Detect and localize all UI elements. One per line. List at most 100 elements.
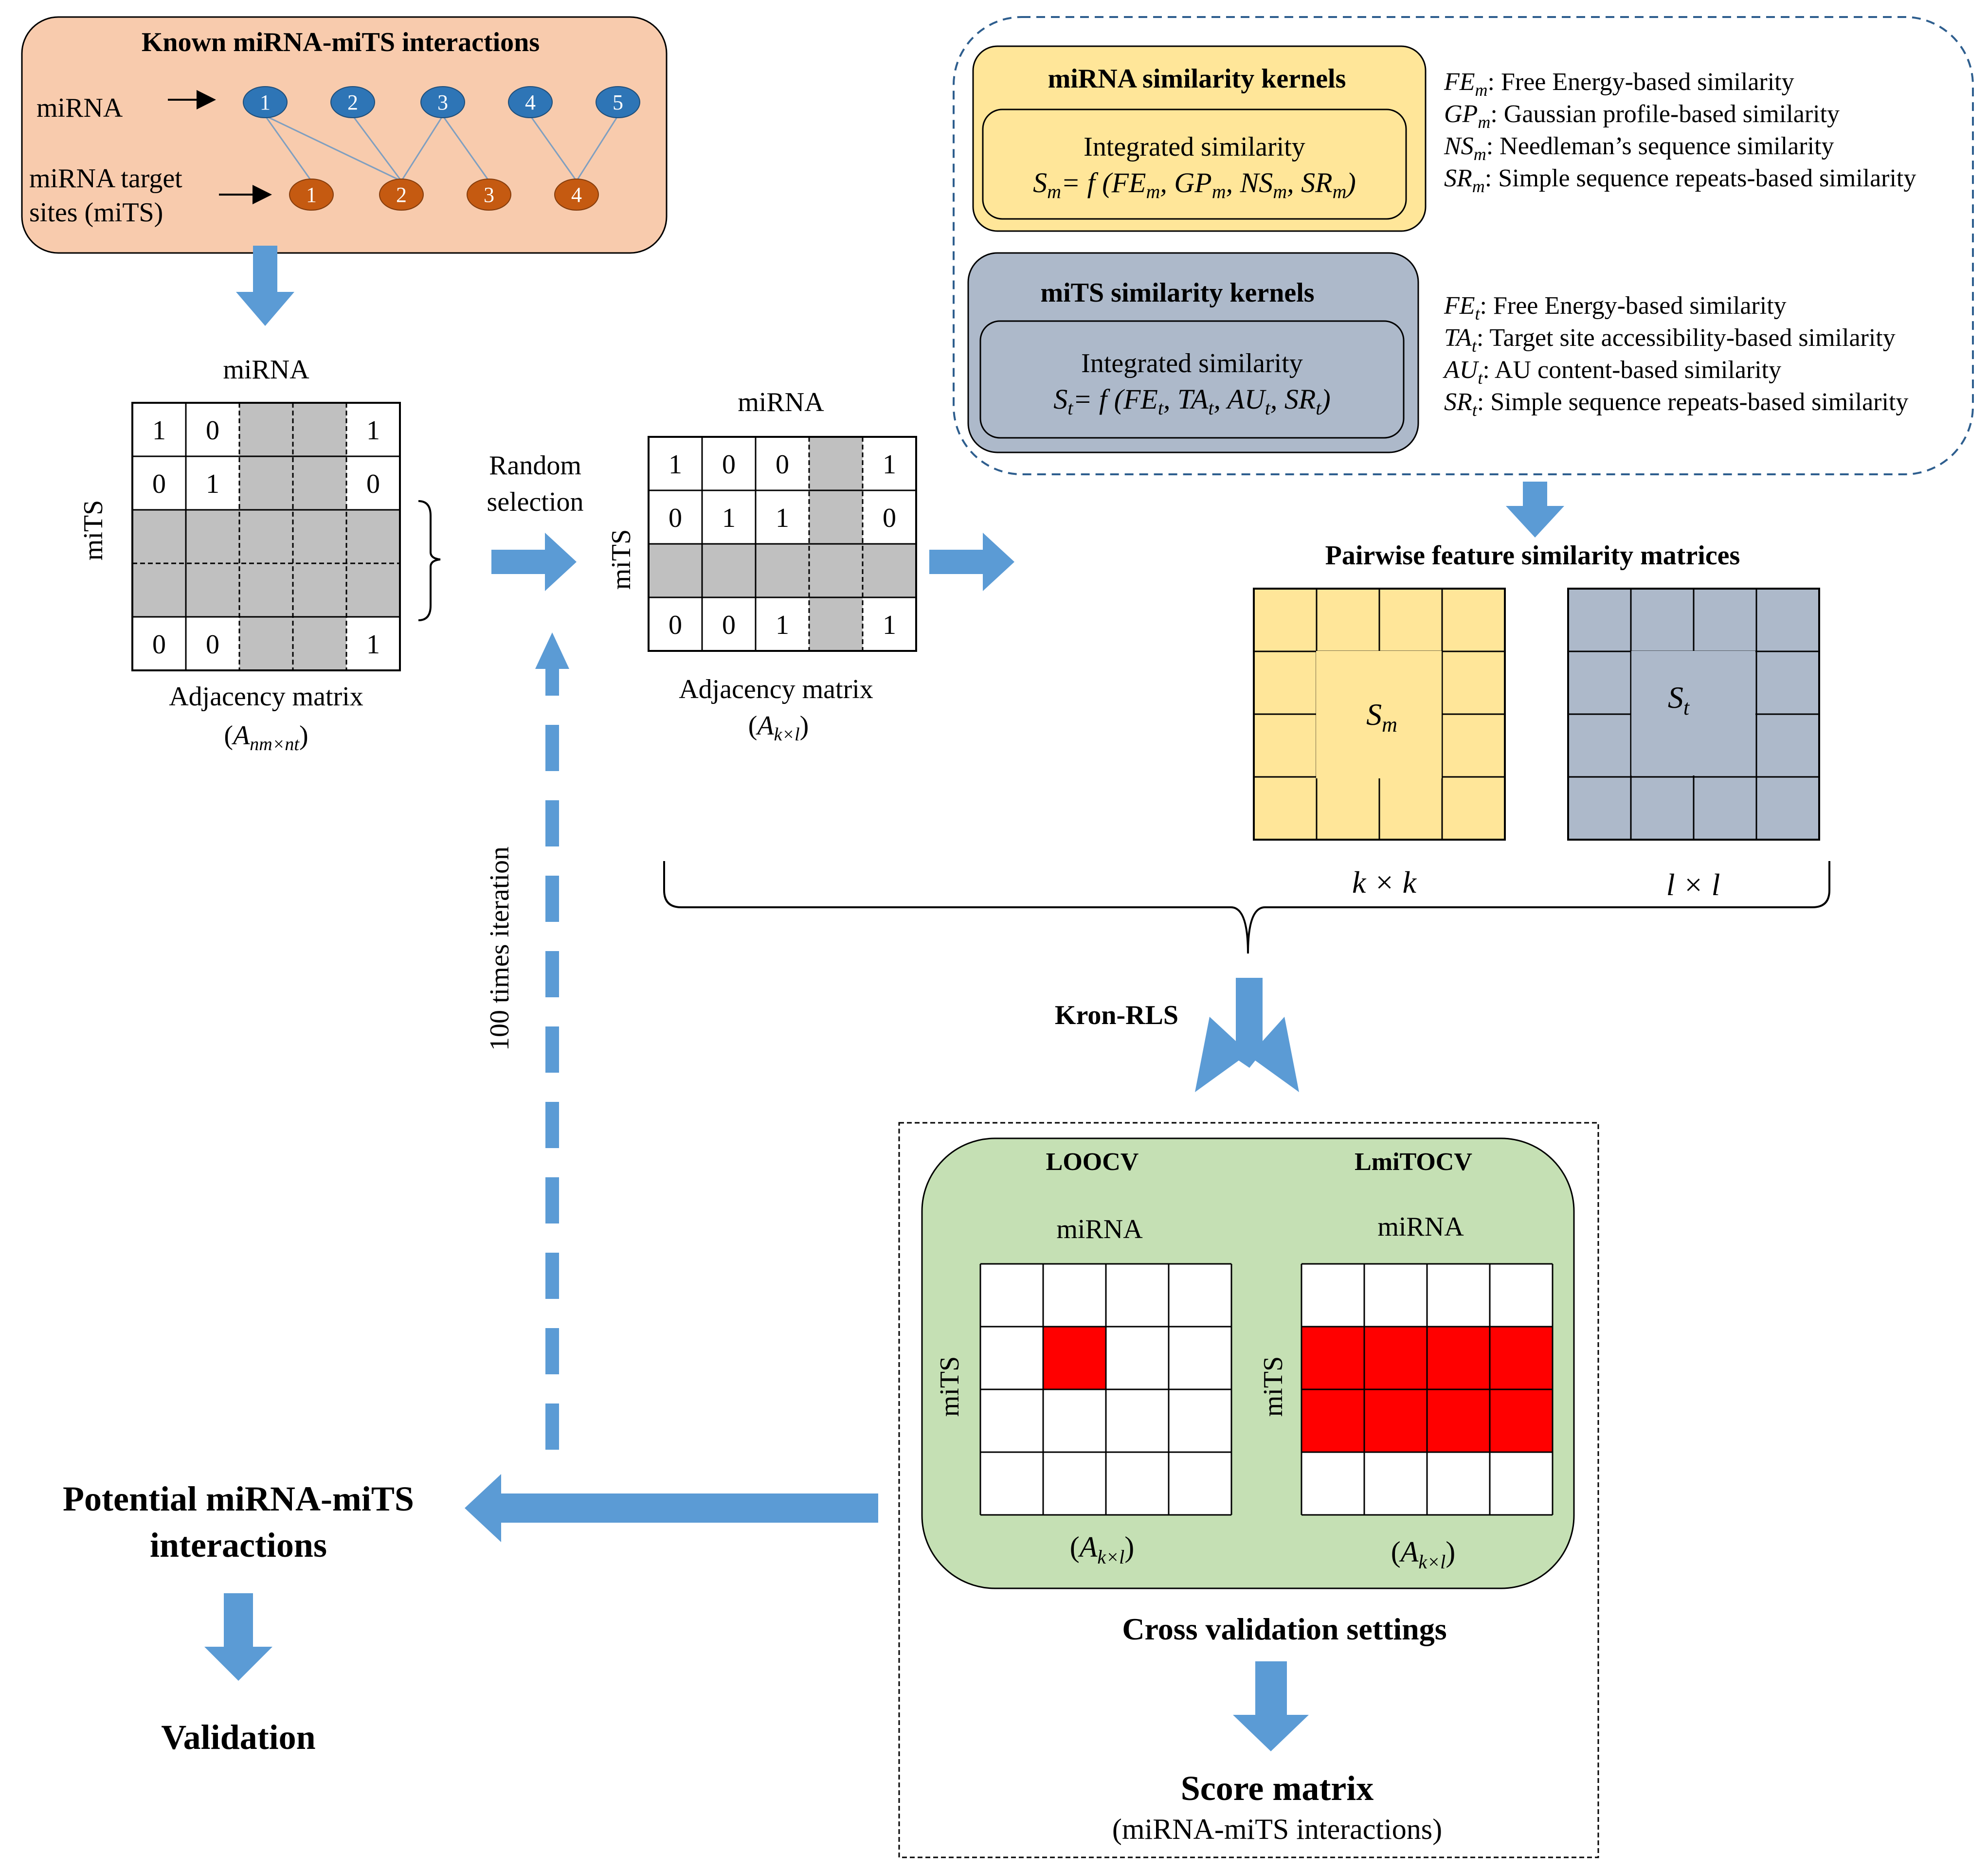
mits-node: 4 — [554, 179, 599, 211]
mirna-legend-item: NSm: Needleman’s sequence similarity — [1444, 132, 1834, 164]
mits-node-label: 2 — [396, 183, 407, 207]
adjacency-full-formula: (Anm×nt) — [224, 720, 308, 755]
adjacency-sub-cell-value: 0 — [669, 503, 682, 533]
interaction-edge — [576, 115, 619, 181]
lmitocv-held-out-cell — [1427, 1389, 1490, 1452]
interaction-edge — [265, 115, 402, 182]
interaction-edge — [442, 115, 490, 181]
arrow-to-potential — [465, 1474, 878, 1542]
down-arrow-known — [236, 246, 294, 326]
mits-integrated-formula: St= f (FEt, TAt, AUt, SRt) — [1053, 383, 1331, 419]
adjacency-full-cell-value: 0 — [206, 630, 219, 660]
mirna-node-label: 5 — [613, 90, 623, 114]
lmitocv-held-out-cell — [1427, 1327, 1490, 1389]
pairwise-title: Pairwise feature similarity matrices — [1325, 540, 1740, 571]
sm-matrix: Sm — [1253, 588, 1506, 841]
adjacency-full-caption: Adjacency matrix — [169, 682, 363, 712]
mits-legend-item: TAt: Target site accessibility-based sim… — [1444, 324, 1896, 356]
adjacency-sub-cell-value: 0 — [776, 450, 789, 480]
score-matrix-title: Score matrix — [1181, 1769, 1374, 1808]
mirna-node-label: 4 — [525, 90, 536, 114]
loocv-col-label: miRNA — [1056, 1214, 1143, 1244]
adjacency-full-masked-row — [132, 510, 400, 563]
cv-outer-box — [898, 1122, 1599, 1858]
st-dims: l × l — [1666, 867, 1720, 902]
interaction-edge — [529, 115, 578, 181]
lmitocv-held-out-cell — [1364, 1389, 1427, 1452]
interaction-edges — [264, 115, 619, 182]
lmitocv-held-out-cell — [1364, 1327, 1427, 1389]
random-selection-line2: selection — [487, 487, 583, 517]
selection-brace — [418, 500, 441, 621]
score-matrix-subtitle: (miRNA-miTS interactions) — [1112, 1813, 1442, 1845]
sm-dims: k × k — [1352, 865, 1417, 900]
st-matrix: St — [1567, 588, 1820, 841]
lmitocv-held-out-cell — [1490, 1389, 1553, 1452]
random-selection-line1: Random — [489, 450, 581, 481]
mirna-node: 3 — [420, 86, 465, 118]
adjacency-full-cell-value: 1 — [206, 469, 219, 499]
iteration-label: 100 times iteration — [485, 846, 515, 1051]
mirna-legend-item: SRm: Simple sequence repeats-based simil… — [1444, 164, 1916, 196]
adjacency-sub-cell-value: 0 — [722, 610, 736, 640]
adjacency-sub-cell-value: 1 — [883, 450, 896, 480]
mits-node: 2 — [379, 179, 424, 211]
lmitocv-held-out-cell — [1490, 1327, 1553, 1389]
mirna-node-label: 1 — [260, 90, 271, 114]
sm-matrix-label: Sm — [1366, 697, 1397, 737]
interaction-edge — [264, 115, 312, 181]
kron-rls-split-arrow — [1195, 978, 1299, 1092]
validation-label: Validation — [161, 1718, 315, 1757]
adjacency-sub-cell-value: 1 — [776, 610, 789, 640]
loocv-formula: (Ak×l) — [1070, 1531, 1134, 1568]
down-arrow-validation — [204, 1593, 272, 1681]
adjacency-sub-col-label: miRNA — [738, 387, 824, 417]
mirna-node: 5 — [596, 86, 640, 118]
mirna-node: 2 — [330, 86, 375, 118]
loocv-row-label: miTS — [935, 1356, 965, 1417]
down-arrow-score — [1233, 1661, 1309, 1751]
mits-legend-item: AUt: AU content-based similarity — [1443, 356, 1781, 388]
adjacency-sub-cell-value: 0 — [669, 610, 682, 640]
adjacency-full-cell-value: 0 — [152, 630, 166, 660]
adjacency-full-col-label: miRNA — [223, 355, 309, 385]
adjacency-sub-cell-value: 0 — [722, 450, 736, 480]
mits-legend-item: SRt: Simple sequence repeats-based simil… — [1444, 388, 1908, 420]
arrow-to-kernels — [929, 533, 1014, 591]
down-arrow-kernels — [1506, 482, 1564, 538]
mits-node-label: 4 — [571, 183, 582, 207]
interaction-edge — [352, 115, 402, 181]
mits-node-label: 3 — [484, 183, 494, 207]
lmitocv-col-label: miRNA — [1377, 1212, 1464, 1242]
mirna-legend-item: GPm: Gaussian profile-based similarity — [1444, 100, 1840, 132]
mits-node: 3 — [467, 179, 511, 211]
mirna-integrated-label: Integrated similarity — [1084, 132, 1305, 162]
random-selection-arrow — [491, 533, 577, 591]
target-row-label-1: miRNA target — [29, 163, 182, 194]
adjacency-full-cell-value: 1 — [366, 415, 380, 446]
adjacency-full-masked-row — [132, 563, 400, 617]
adjacency-sub-caption: Adjacency matrix — [679, 674, 873, 704]
lmitocv-held-out-cell — [1301, 1389, 1364, 1452]
lmitocv-held-out-cell — [1301, 1327, 1364, 1389]
interaction-edge — [400, 115, 444, 181]
adjacency-sub-cell-value: 1 — [722, 503, 736, 533]
known-interactions-title: Known miRNA-miTS interactions — [142, 27, 540, 57]
adjacency-full-cell-value: 0 — [152, 469, 166, 499]
lmitocv-row-label: miTS — [1258, 1356, 1288, 1417]
cv-settings-label: Cross validation settings — [1122, 1612, 1446, 1646]
adjacency-full-cell-value: 0 — [206, 415, 219, 446]
mirna-kernel-title: miRNA similarity kernels — [1048, 64, 1346, 94]
potential-interactions-line1: Potential miRNA-miTS — [63, 1479, 414, 1518]
adjacency-full-cell-value: 1 — [152, 415, 166, 446]
mirna-node: 4 — [508, 86, 553, 118]
adjacency-sub-cell-value: 0 — [883, 503, 896, 533]
loocv-label: LOOCV — [1046, 1148, 1139, 1176]
mits-integrated-label: Integrated similarity — [1081, 348, 1303, 378]
